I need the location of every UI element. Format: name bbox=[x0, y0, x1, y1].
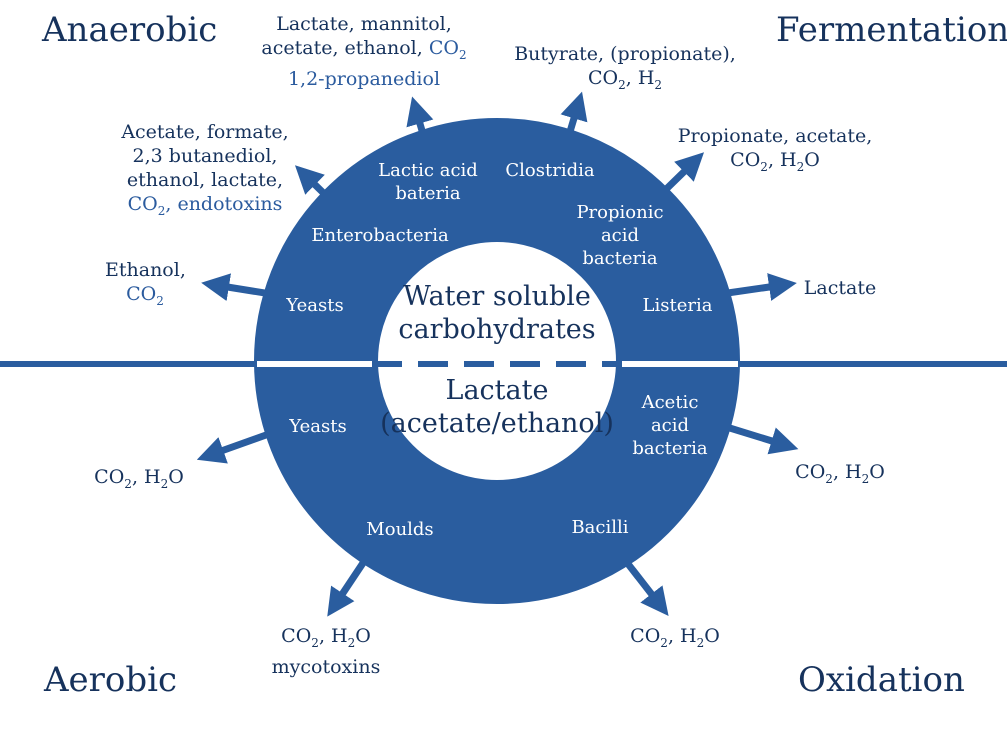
center-bottom-label: Lactate (acetate/ethanol) bbox=[372, 374, 622, 440]
ring-yeasts-anaerobic: Yeasts bbox=[286, 295, 344, 316]
arrow-moulds bbox=[327, 558, 368, 617]
ring-bacilli: Bacilli bbox=[571, 517, 629, 538]
products-clostridia-line2: CO2, H2 bbox=[587, 67, 663, 92]
products-moulds-line2: mycotoxins bbox=[271, 655, 381, 678]
products-yeast-bottom-co: CO bbox=[94, 466, 125, 488]
products-clostridia-co: CO bbox=[587, 67, 619, 89]
products-lactic-line2: acetate, ethanol, CO2 bbox=[261, 37, 467, 62]
products-lactic-acid-bacteria: Lactate, mannitol, acetate, ethanol, CO2… bbox=[246, 12, 482, 91]
ring-moulds: Moulds bbox=[366, 519, 434, 540]
products-clostridia: Butyrate, (propionate), CO2, H2 bbox=[505, 42, 745, 97]
ring-acetic-line3: bacteria bbox=[632, 438, 708, 459]
products-yeast-bottom-h: H bbox=[144, 466, 161, 488]
products-lactic-line3: 1,2-propanediol bbox=[287, 67, 441, 90]
products-moulds-line1: CO2, H2O bbox=[281, 625, 371, 650]
products-yeasts-anaerobic: Ethanol, CO2 bbox=[105, 258, 186, 313]
products-acetic-h: H bbox=[845, 461, 862, 483]
ring-lactic-acid-bacteria: Lactic acid bateria bbox=[368, 159, 488, 205]
ring-yeasts-aerobic: Yeasts bbox=[289, 416, 347, 437]
products-propionic: Propionate, acetate, CO2, H2O bbox=[660, 124, 890, 179]
ring-lactic-line1: Lactic acid bbox=[378, 160, 478, 181]
products-entero-line1: Acetate, formate, bbox=[121, 121, 289, 143]
products-moulds-h: H bbox=[331, 625, 348, 647]
ring-acetic-line2: acid bbox=[650, 415, 690, 436]
products-propionic-co: CO bbox=[730, 149, 761, 171]
ring-clostridia: Clostridia bbox=[505, 160, 595, 181]
products-acetic-o: O bbox=[869, 461, 885, 483]
arrow-bacilli bbox=[622, 557, 669, 617]
ring-listeria: Listeria bbox=[642, 295, 713, 316]
ring-propionic-line2: acid bbox=[600, 225, 640, 246]
products-clostridia-h: H bbox=[637, 67, 655, 89]
quadrant-aerobic: Aerobic bbox=[44, 660, 178, 700]
center-top-line1: Water soluble bbox=[403, 281, 591, 312]
center-top-label: Water soluble carbohydrates bbox=[372, 280, 622, 346]
center-bottom-line1: Lactate bbox=[445, 375, 549, 406]
ring-acetic-line1: Acetic bbox=[641, 392, 699, 413]
products-propionic-o: O bbox=[804, 149, 820, 171]
products-propionic-h: H bbox=[780, 149, 797, 171]
products-bacilli-co: CO bbox=[630, 625, 661, 647]
products-acetic: CO2, H2O bbox=[795, 461, 885, 486]
ring-propionic-line3: bacteria bbox=[582, 248, 658, 269]
products-yeast-top-line1: Ethanol, bbox=[105, 259, 186, 281]
ring-propionic-acid-bacteria: Propionic acid bacteria bbox=[570, 201, 670, 270]
products-lactic-line1: Lactate, mannitol, bbox=[276, 13, 452, 35]
quadrant-anaerobic: Anaerobic bbox=[42, 10, 218, 50]
products-yeast-bottom-o: O bbox=[168, 466, 184, 488]
products-entero-endotoxins: , endotoxins bbox=[165, 193, 283, 215]
products-lactic-co: CO bbox=[428, 37, 459, 59]
products-acetic-co: CO bbox=[795, 461, 826, 483]
products-entero-line3: ethanol, lactate, bbox=[126, 169, 284, 191]
products-bacilli-o: O bbox=[704, 625, 720, 647]
products-listeria: Lactate bbox=[803, 277, 877, 299]
products-propionic-line1: Propionate, acetate, bbox=[677, 125, 873, 147]
center-bottom-line2: (acetate/ethanol) bbox=[380, 408, 614, 439]
arrow-acetic bbox=[718, 421, 799, 455]
products-yeast-top-line2: CO2 bbox=[126, 283, 164, 308]
products-yeast-top-co: CO bbox=[126, 283, 157, 305]
products-clostridia-line1: Butyrate, (propionate), bbox=[514, 43, 736, 65]
products-entero-line2: 2,3 butanediol, bbox=[132, 145, 278, 167]
products-entero-co: CO bbox=[127, 193, 158, 215]
quadrant-oxidation: Oxidation bbox=[798, 660, 965, 700]
products-moulds: CO2, H2O mycotoxins bbox=[256, 624, 396, 679]
ring-lactic-line2: bateria bbox=[395, 183, 461, 204]
products-moulds-co: CO bbox=[281, 625, 312, 647]
ring-enterobacteria: Enterobacteria bbox=[311, 225, 449, 246]
quadrant-fermentation: Fermentation bbox=[776, 10, 1007, 50]
products-bacilli-h: H bbox=[680, 625, 697, 647]
ring-propionic-line1: Propionic bbox=[576, 202, 664, 223]
products-propionic-line2: CO2, H2O bbox=[730, 149, 820, 174]
products-lactic-line2-text: acetate, ethanol, bbox=[261, 37, 423, 59]
products-bacilli: CO2, H2O bbox=[630, 625, 720, 650]
products-moulds-o: O bbox=[355, 625, 371, 647]
products-enterobacteria: Acetate, formate, 2,3 butanediol, ethano… bbox=[110, 120, 300, 223]
center-top-line2: carbohydrates bbox=[398, 314, 596, 345]
products-yeasts-aerobic: CO2, H2O bbox=[94, 466, 184, 491]
products-entero-line4: CO2, endotoxins bbox=[127, 193, 283, 218]
ring-acetic-acid-bacteria: Acetic acid bacteria bbox=[630, 391, 710, 460]
